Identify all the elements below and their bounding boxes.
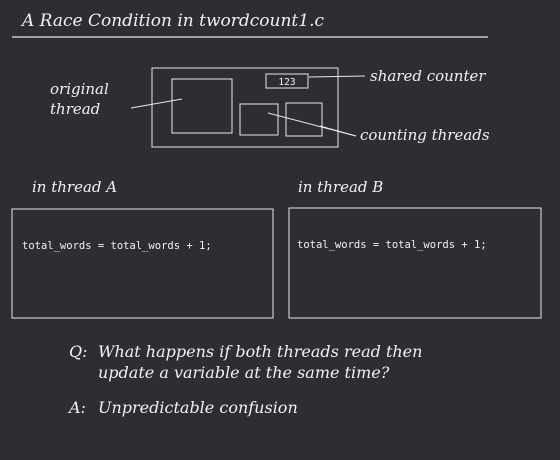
thread-b-heading: in thread B [298, 178, 383, 196]
question-line-2: update a variable at the same time? [98, 363, 390, 382]
original-thread-label-line2: thread [50, 100, 100, 118]
process-diagram: 123 original thread shared counter count… [50, 67, 490, 148]
answer-prefix: A: [67, 398, 86, 417]
thread-a-code: total_words = total_words + 1; [22, 240, 212, 252]
thread-a-code-box [11, 208, 274, 319]
shared-counter-box [265, 73, 309, 89]
shared-counter-label: shared counter [370, 67, 486, 85]
thread-b-panel: in thread B total_words = total_words + … [288, 178, 542, 319]
thread-a-heading: in thread A [32, 178, 117, 196]
question-answer: Q: What happens if both threads read the… [67, 342, 422, 417]
question-line-1: What happens if both threads read then [98, 342, 422, 361]
original-thread-pointer [130, 98, 183, 109]
thread-a-panel: in thread A total_words = total_words + … [11, 178, 274, 319]
shared-counter-value: 123 [278, 77, 295, 88]
original-thread-label-line1: original [50, 80, 109, 98]
original-thread-box [171, 78, 233, 134]
counting-threads-label: counting threads [360, 126, 490, 144]
answer-text: Unpredictable confusion [98, 398, 298, 417]
counting-threads-pointer-2 [319, 125, 357, 137]
shared-counter-pointer [308, 75, 366, 78]
process-box [151, 67, 339, 148]
thread-b-code-box [288, 207, 542, 319]
counting-thread-box-2 [285, 102, 323, 137]
question-prefix: Q: [69, 342, 88, 361]
thread-b-code: total_words = total_words + 1; [297, 239, 487, 251]
slide-title: A Race Condition in twordcount1.c [20, 11, 324, 31]
counting-thread-box-1 [239, 103, 279, 136]
